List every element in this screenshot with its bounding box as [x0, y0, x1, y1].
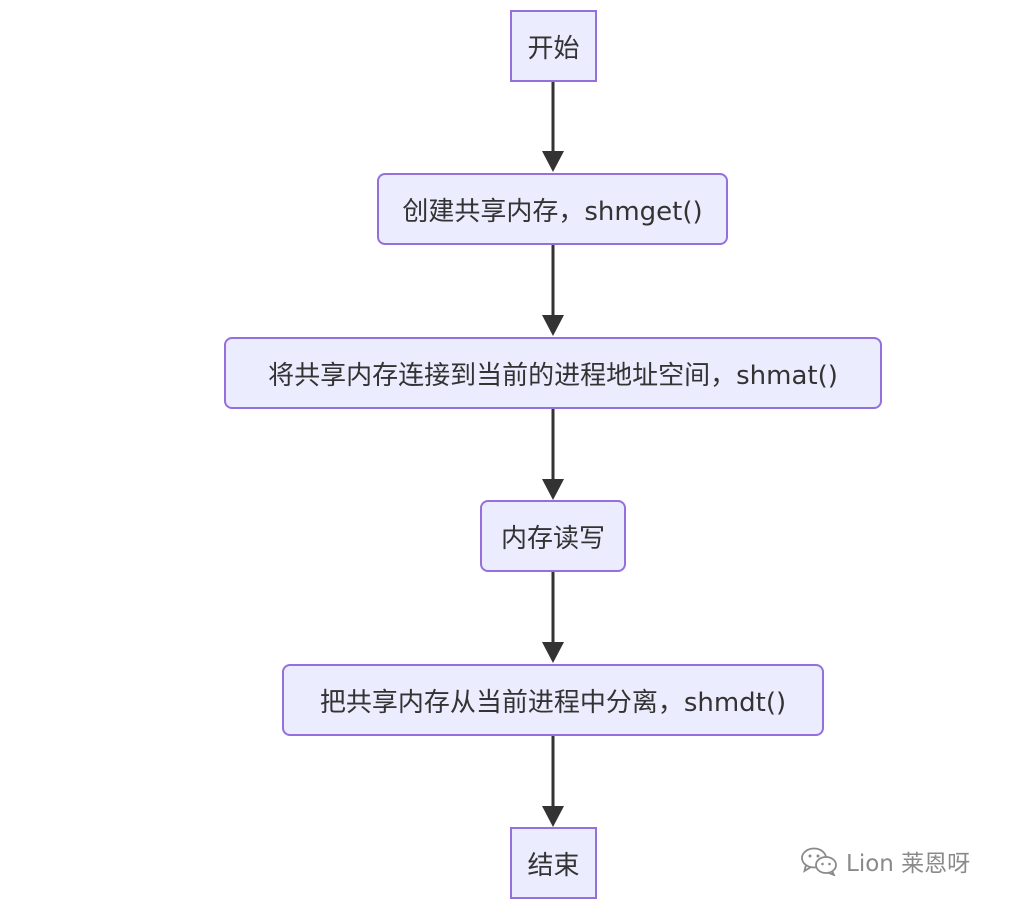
arrowhead-rw	[542, 479, 564, 500]
node-rw: 内存读写	[480, 500, 626, 572]
wechat-icon	[801, 847, 837, 876]
node-shmdt: 把共享内存从当前进程中分离，shmdt()	[282, 664, 824, 736]
arrowhead-shmat	[542, 315, 564, 336]
watermark-text: Lion 莱恩呀	[846, 851, 971, 877]
watermark: Lion 莱恩呀	[800, 844, 970, 878]
node-start: 开始	[510, 10, 597, 82]
arrowhead-shmdt	[542, 642, 564, 663]
node-shmget: 创建共享内存，shmget()	[377, 173, 728, 245]
node-end: 结束	[510, 827, 597, 899]
arrowhead-shmget	[542, 151, 564, 172]
arrowhead-end	[542, 806, 564, 827]
node-shmat: 将共享内存连接到当前的进程地址空间，shmat()	[224, 337, 882, 409]
